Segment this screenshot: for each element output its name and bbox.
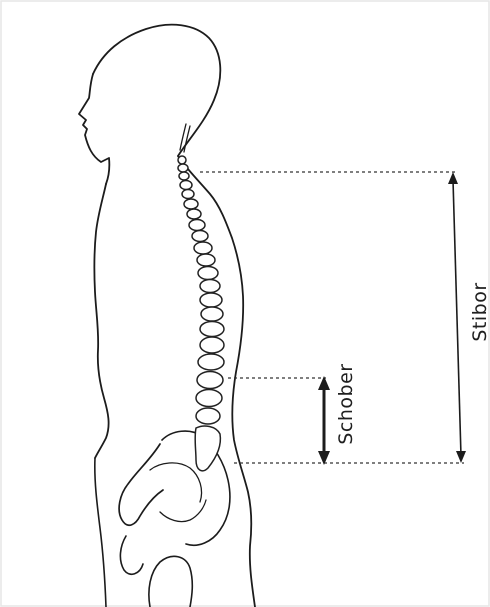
stibor-arrow-shaft <box>453 180 461 456</box>
vertebra <box>194 242 212 254</box>
stibor-arrow-head-down <box>456 451 466 463</box>
vertebra <box>178 156 186 164</box>
pelvis-inner-outline <box>150 463 202 502</box>
vertebra <box>201 307 223 321</box>
spine-cervical <box>180 124 190 152</box>
stibor-arrow-head-up <box>448 172 458 184</box>
vertebra <box>192 231 208 242</box>
vertebra <box>200 322 224 337</box>
schober-label: Schober <box>335 363 357 444</box>
front-body-outline <box>94 184 108 458</box>
vertebra <box>200 337 224 353</box>
vertebra <box>197 254 215 266</box>
arm-outline <box>119 444 163 525</box>
vertebra <box>184 199 198 209</box>
stibor-arrow <box>448 172 466 463</box>
body-outline <box>79 25 255 607</box>
face-outline <box>79 74 109 184</box>
vertebra <box>187 209 201 219</box>
vertebra <box>196 408 220 424</box>
vertebra <box>197 372 223 389</box>
vertebra <box>198 267 218 280</box>
head-back-outline <box>93 25 220 156</box>
vertebra <box>180 181 192 190</box>
hand-outline <box>120 536 192 607</box>
vertebra <box>182 190 194 199</box>
schober-arrow <box>318 376 330 465</box>
ischium-outline <box>160 500 206 522</box>
stibor-label: Stibor <box>469 282 490 341</box>
vertebra <box>198 354 224 370</box>
forearm-outline <box>95 458 106 607</box>
vertebra <box>189 220 205 231</box>
vertebra <box>200 280 220 293</box>
spinal-column <box>178 124 224 471</box>
vertebra <box>179 172 189 180</box>
sacrum <box>195 426 220 471</box>
vertebra <box>200 293 222 307</box>
vertebra <box>196 390 222 407</box>
vertebra <box>178 164 188 172</box>
